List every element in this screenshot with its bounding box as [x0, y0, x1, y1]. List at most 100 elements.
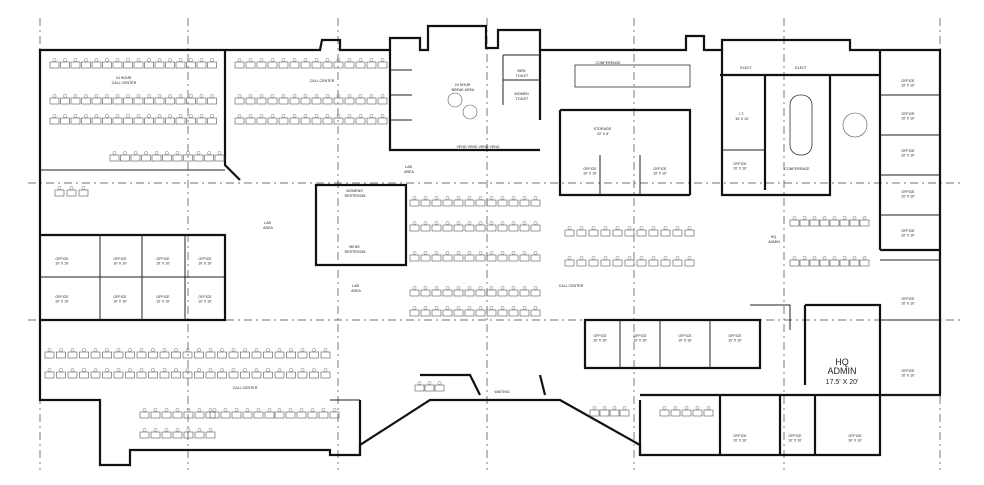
chair — [489, 196, 494, 200]
desk — [228, 371, 239, 379]
workstation — [311, 94, 322, 105]
chair — [128, 368, 132, 372]
workstation — [420, 286, 431, 297]
workstation — [278, 94, 289, 105]
desk — [576, 229, 587, 237]
workstation — [196, 94, 207, 105]
chair — [151, 348, 155, 352]
desk — [442, 309, 453, 317]
workstation — [171, 368, 181, 379]
workstation — [90, 348, 101, 359]
desk — [420, 289, 431, 297]
chair — [427, 381, 432, 385]
chair — [651, 256, 656, 260]
exterior-wall — [38, 24, 942, 467]
workstation — [207, 114, 217, 125]
workstation — [355, 114, 366, 125]
workstation — [165, 58, 175, 69]
column-gridlines — [28, 18, 960, 470]
desk — [692, 409, 703, 417]
chair — [139, 348, 144, 352]
office-label-line: 10' X 10' — [788, 439, 802, 443]
workstation — [486, 251, 497, 262]
workstation — [148, 348, 158, 359]
desk — [377, 97, 388, 105]
chair — [336, 114, 341, 118]
desk — [175, 61, 186, 69]
office-label-line: OFFICE — [593, 334, 607, 338]
workstation — [307, 408, 318, 419]
desk — [139, 411, 150, 419]
chair — [369, 94, 374, 98]
chair — [456, 221, 461, 225]
workstation — [161, 408, 172, 419]
interior-wall — [223, 50, 241, 181]
chair — [165, 151, 169, 155]
workstation — [205, 428, 216, 439]
chair — [300, 368, 305, 372]
chair — [522, 306, 527, 310]
chair — [639, 256, 644, 260]
chair — [147, 94, 151, 98]
workstation — [70, 58, 81, 69]
workstation — [530, 286, 541, 297]
desk — [79, 351, 89, 359]
chair — [663, 226, 668, 230]
desk — [79, 371, 89, 379]
chair — [112, 151, 117, 155]
chair — [123, 151, 127, 155]
desk — [183, 431, 194, 439]
desk — [497, 309, 508, 317]
workstation — [267, 58, 278, 69]
chair — [136, 94, 141, 98]
desk — [161, 431, 172, 439]
workstation — [497, 221, 508, 232]
workstation — [475, 196, 486, 207]
conference-table — [574, 64, 691, 88]
chair — [358, 114, 363, 118]
chair — [94, 114, 99, 118]
workstation — [175, 114, 186, 125]
desk — [576, 259, 587, 267]
office-label-line: 10' X 10' — [113, 300, 127, 304]
chair — [63, 58, 67, 62]
workstation — [182, 348, 193, 359]
workstation — [228, 368, 239, 379]
chair — [369, 58, 374, 62]
chair — [478, 221, 483, 225]
chair — [434, 251, 439, 255]
workstation — [789, 256, 800, 267]
workstation — [486, 306, 497, 317]
workstation — [209, 408, 220, 419]
desk — [839, 259, 850, 267]
desk — [113, 351, 124, 359]
workstation — [311, 58, 322, 69]
chair — [332, 408, 337, 412]
desk — [519, 289, 530, 297]
label-conference-top: CONFERENCE — [595, 61, 621, 65]
desk — [588, 259, 599, 267]
workstation — [183, 151, 193, 162]
workstation — [150, 408, 161, 419]
desk — [186, 61, 196, 69]
desk — [660, 229, 671, 237]
workstation — [672, 226, 683, 237]
workstation — [366, 114, 377, 125]
workstation — [600, 256, 611, 267]
workstation — [196, 114, 207, 125]
desk — [530, 199, 541, 207]
desk — [67, 371, 78, 379]
desk — [789, 219, 800, 227]
desk — [159, 371, 170, 379]
workstation — [453, 286, 464, 297]
workstation — [139, 428, 150, 439]
chair — [802, 216, 807, 220]
desk — [278, 97, 289, 105]
chair — [208, 428, 213, 432]
chair — [478, 196, 483, 200]
workstation — [242, 408, 253, 419]
workstation — [274, 348, 285, 359]
